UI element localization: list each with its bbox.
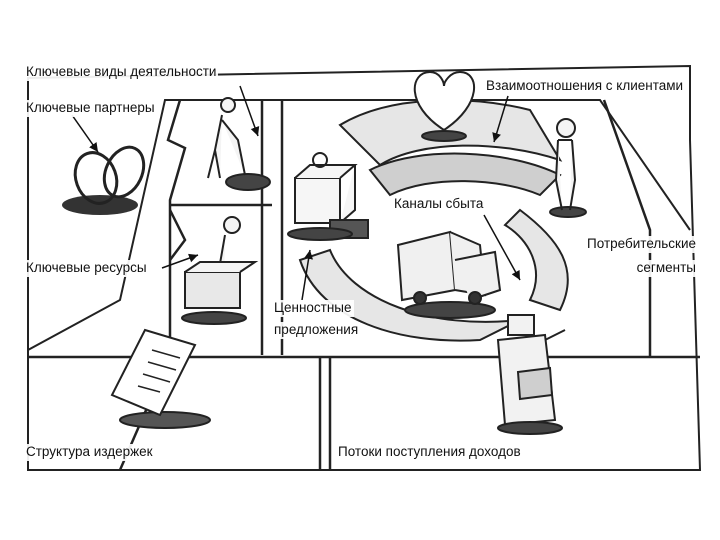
heart-icon — [413, 70, 475, 142]
label-value-propositions-2: предложения — [272, 322, 361, 339]
digging-person-icon — [207, 97, 271, 191]
label-customer-relationships: Взаимоотношения с клиентами — [484, 78, 686, 95]
gift-box-icon — [287, 152, 369, 241]
rings-icon — [62, 145, 146, 215]
cash-register-icon — [496, 314, 566, 435]
label-customer-segments-1: Потребительские — [585, 236, 698, 253]
label-cost-structure: Структура издержек — [24, 444, 155, 461]
standing-person-icon — [549, 118, 587, 218]
label-key-partners: Ключевые партнеры — [24, 100, 157, 117]
label-revenue-streams: Потоки поступления доходов — [336, 444, 523, 461]
label-key-activities: Ключевые виды деятельности — [24, 64, 219, 81]
receipt-icon — [110, 328, 211, 429]
label-channels: Каналы сбыта — [392, 196, 486, 213]
label-customer-segments-2: сегменты — [634, 260, 698, 277]
pointer-arrows — [71, 85, 521, 301]
label-value-propositions-1: Ценностные — [272, 300, 354, 317]
delivery-truck-icon — [396, 230, 502, 319]
person-with-box-icon — [181, 216, 259, 325]
label-key-resources: Ключевые ресурсы — [24, 260, 149, 277]
